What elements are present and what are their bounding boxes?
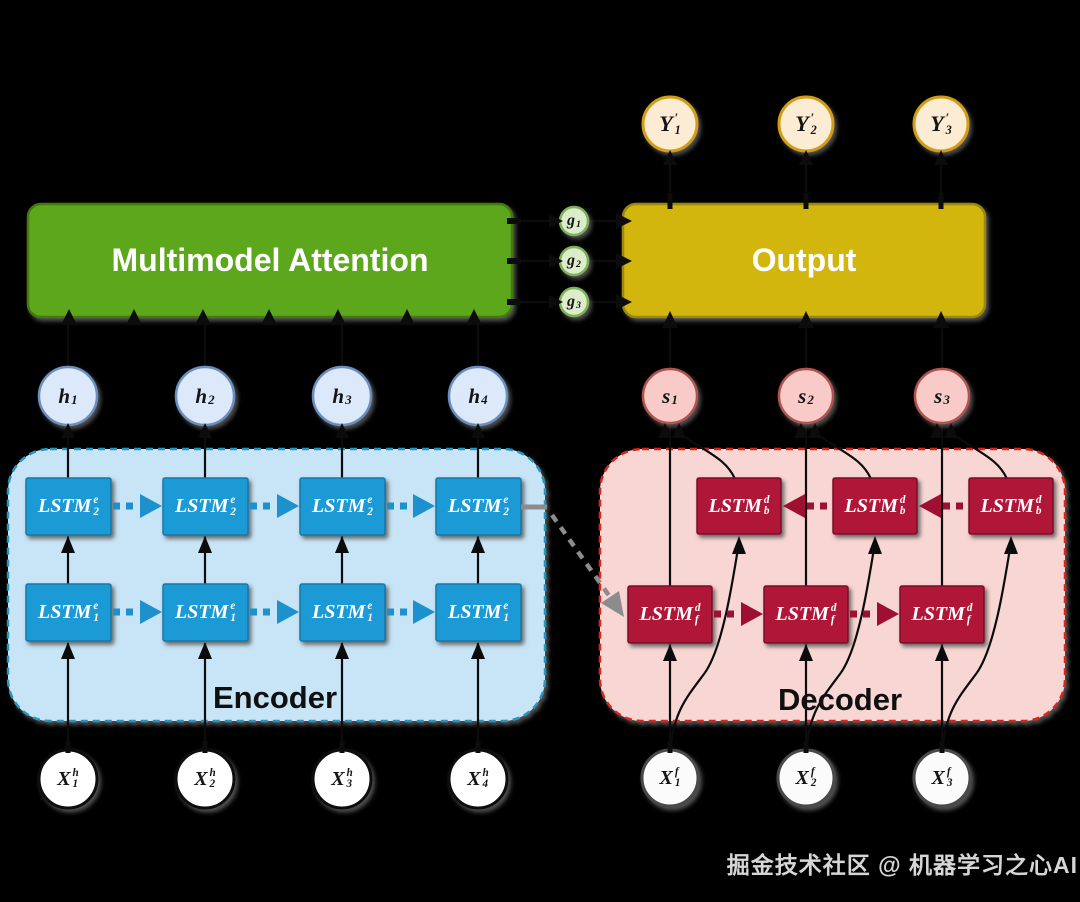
prediction-nodes: [641, 95, 970, 153]
attention-box: [26, 202, 514, 319]
encoder-recurrence-arrows: [113, 494, 435, 624]
encoder-cells: [25, 477, 522, 642]
decoder-hidden-nodes: [641, 367, 971, 425]
output-box: [621, 202, 987, 319]
encoder-container: [6, 447, 547, 723]
encoder-input-nodes: [37, 748, 509, 810]
connector-nubs: [61, 150, 958, 753]
encoder-vertical-connectors: [66, 316, 480, 752]
decoder-recurrence-arrows: [714, 494, 967, 626]
cell-arrowheads: [61, 536, 1018, 661]
context-nodes: [558, 205, 590, 318]
encoder-hidden-nodes: [37, 365, 509, 427]
decoder-input-nodes: [640, 748, 972, 808]
decoder-cells: [627, 477, 1054, 644]
context-transfer-arrow: [521, 504, 624, 617]
